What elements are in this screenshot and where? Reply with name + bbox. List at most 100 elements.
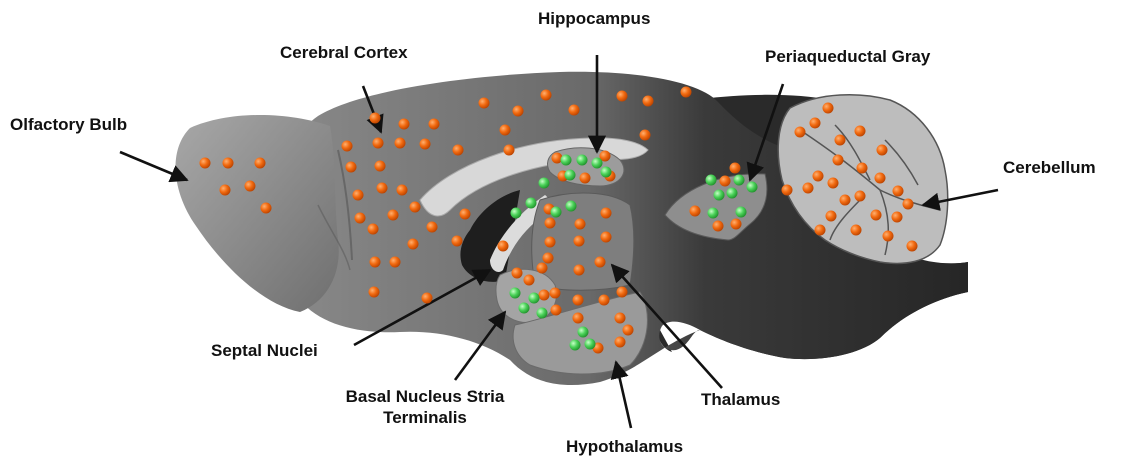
label-thalamus: Thalamus (701, 389, 780, 410)
orange-marker-dot (681, 87, 692, 98)
label-hypothalamus: Hypothalamus (566, 436, 683, 457)
orange-marker-dot (408, 239, 419, 250)
green-marker-dot (577, 155, 588, 166)
orange-marker-dot (504, 145, 515, 156)
orange-marker-dot (893, 186, 904, 197)
orange-marker-dot (782, 185, 793, 196)
orange-marker-dot (623, 325, 634, 336)
orange-marker-dot (569, 105, 580, 116)
orange-marker-dot (875, 173, 886, 184)
orange-marker-dot (342, 141, 353, 152)
orange-marker-dot (388, 210, 399, 221)
orange-marker-dot (835, 135, 846, 146)
orange-marker-dot (422, 293, 433, 304)
green-marker-dot (736, 207, 747, 218)
orange-marker-dot (595, 257, 606, 268)
orange-marker-dot (541, 90, 552, 101)
orange-marker-dot (795, 127, 806, 138)
orange-marker-dot (575, 219, 586, 230)
orange-marker-dot (223, 158, 234, 169)
olfactory-bulb-region (176, 115, 339, 312)
orange-marker-dot (907, 241, 918, 252)
orange-marker-dot (803, 183, 814, 194)
orange-marker-dot (368, 224, 379, 235)
orange-marker-dot (892, 212, 903, 223)
green-marker-dot (734, 175, 745, 186)
orange-marker-dot (498, 241, 509, 252)
orange-marker-dot (601, 232, 612, 243)
orange-marker-dot (370, 257, 381, 268)
orange-marker-dot (395, 138, 406, 149)
orange-marker-dot (373, 138, 384, 149)
green-marker-dot (708, 208, 719, 219)
label-cerebellum: Cerebellum (1003, 157, 1096, 178)
orange-marker-dot (410, 202, 421, 213)
green-marker-dot (585, 339, 596, 350)
orange-marker-dot (479, 98, 490, 109)
orange-marker-dot (550, 288, 561, 299)
orange-marker-dot (452, 236, 463, 247)
orange-marker-dot (500, 125, 511, 136)
orange-marker-dot (615, 313, 626, 324)
orange-marker-dot (255, 158, 266, 169)
orange-marker-dot (617, 287, 628, 298)
orange-marker-dot (551, 305, 562, 316)
orange-marker-dot (537, 263, 548, 274)
label-septal-nuclei: Septal Nuclei (211, 340, 318, 361)
orange-marker-dot (730, 163, 741, 174)
green-marker-dot (706, 175, 717, 186)
green-marker-dot (714, 190, 725, 201)
orange-marker-dot (580, 173, 591, 184)
label-periaqueductal-gray: Periaqueductal Gray (765, 46, 930, 67)
orange-marker-dot (200, 158, 211, 169)
green-marker-dot (570, 340, 581, 351)
orange-marker-dot (855, 126, 866, 137)
orange-marker-dot (369, 287, 380, 298)
green-marker-dot (537, 308, 548, 319)
orange-marker-dot (815, 225, 826, 236)
orange-marker-dot (883, 231, 894, 242)
orange-marker-dot (690, 206, 701, 217)
orange-marker-dot (713, 221, 724, 232)
orange-marker-dot (643, 96, 654, 107)
orange-marker-dot (261, 203, 272, 214)
label-bnst-line1: Basal Nucleus Stria (325, 386, 525, 407)
green-marker-dot (578, 327, 589, 338)
orange-marker-dot (615, 337, 626, 348)
orange-marker-dot (833, 155, 844, 166)
green-marker-dot (519, 303, 530, 314)
orange-marker-dot (823, 103, 834, 114)
orange-marker-dot (640, 130, 651, 141)
green-marker-dot (511, 208, 522, 219)
orange-marker-dot (524, 275, 535, 286)
label-bnst: Basal Nucleus Stria Terminalis (325, 386, 525, 428)
orange-marker-dot (346, 162, 357, 173)
orange-marker-dot (429, 119, 440, 130)
orange-marker-dot (460, 209, 471, 220)
green-marker-dot (526, 198, 537, 209)
orange-marker-dot (543, 253, 554, 264)
label-hippocampus: Hippocampus (538, 8, 650, 29)
orange-marker-dot (390, 257, 401, 268)
orange-marker-dot (601, 208, 612, 219)
orange-marker-dot (599, 295, 610, 306)
orange-marker-dot (828, 178, 839, 189)
orange-marker-dot (513, 106, 524, 117)
orange-marker-dot (545, 218, 556, 229)
orange-marker-dot (539, 290, 550, 301)
green-marker-dot (565, 170, 576, 181)
orange-marker-dot (512, 268, 523, 279)
label-olfactory-bulb: Olfactory Bulb (10, 114, 127, 135)
orange-marker-dot (720, 176, 731, 187)
orange-marker-dot (903, 199, 914, 210)
orange-marker-dot (420, 139, 431, 150)
orange-marker-dot (855, 191, 866, 202)
orange-marker-dot (573, 313, 584, 324)
green-marker-dot (539, 178, 550, 189)
orange-marker-dot (220, 185, 231, 196)
orange-marker-dot (574, 236, 585, 247)
orange-marker-dot (397, 185, 408, 196)
green-marker-dot (747, 182, 758, 193)
orange-marker-dot (427, 222, 438, 233)
orange-marker-dot (245, 181, 256, 192)
